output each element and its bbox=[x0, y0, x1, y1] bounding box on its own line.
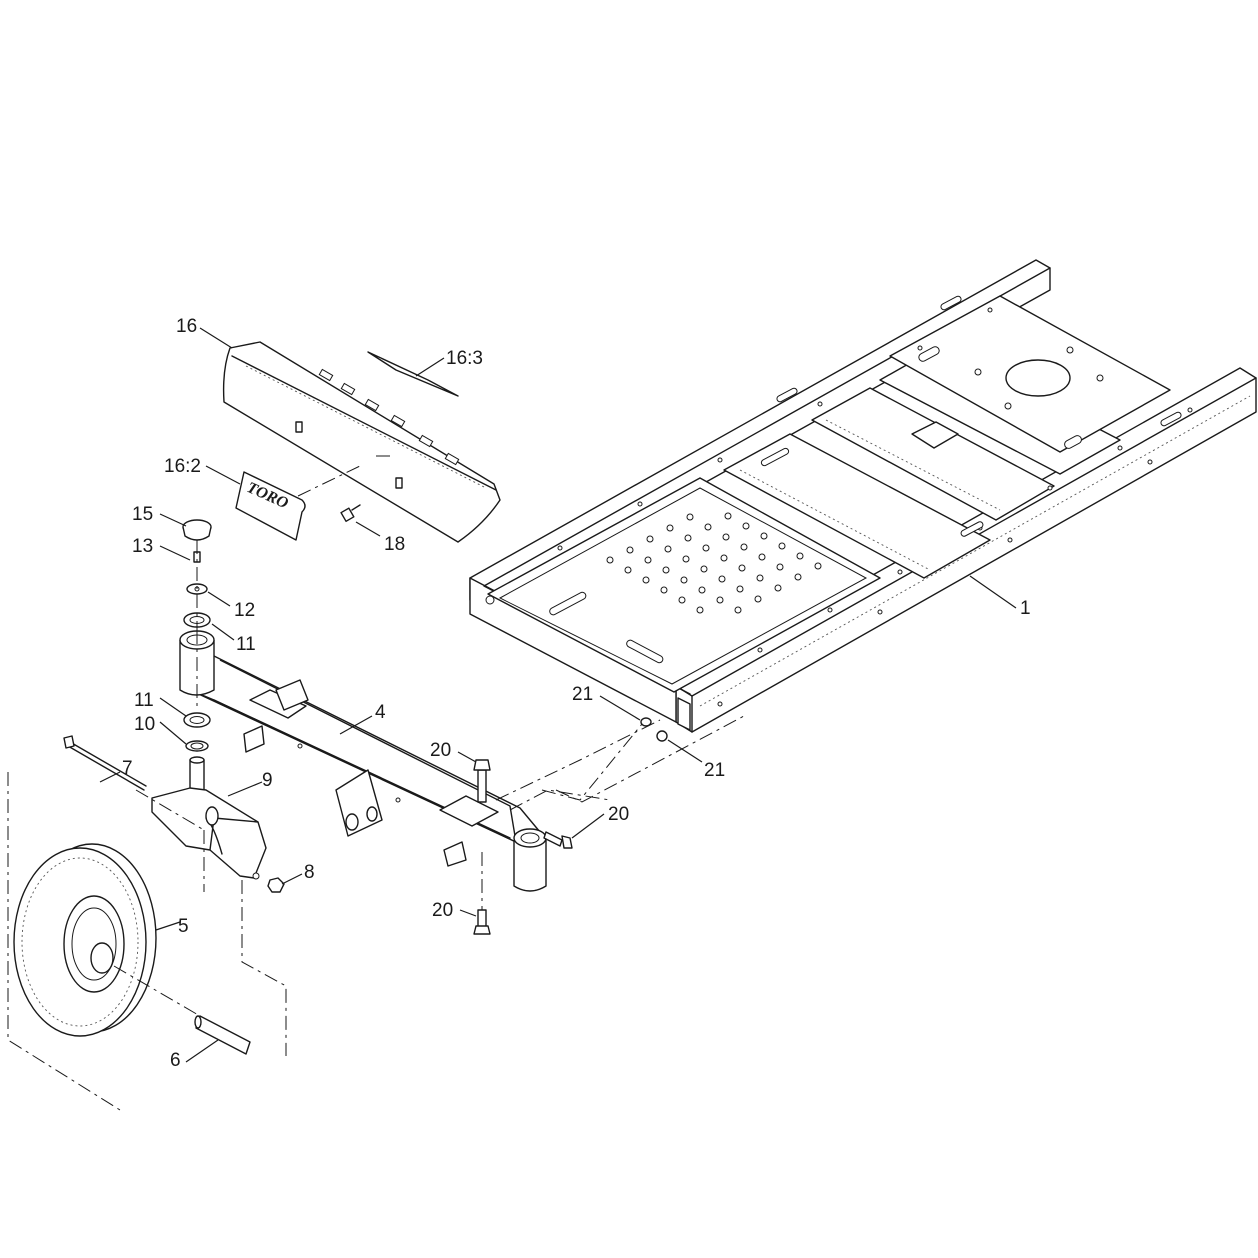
bolts-20 bbox=[473, 759, 573, 935]
callout-11-upper: 11 bbox=[236, 634, 256, 655]
axle-bolt-7 bbox=[63, 735, 147, 791]
callout-20-top: 20 bbox=[430, 740, 451, 761]
callout-16-3: 16:3 bbox=[446, 348, 483, 369]
washer-21a bbox=[640, 717, 652, 727]
callout-16-2: 16:2 bbox=[164, 456, 201, 477]
callout-1: 1 bbox=[1020, 598, 1031, 619]
assembly-lines bbox=[7, 455, 745, 1111]
callout-labels: 1 4 5 6 7 8 9 10 11 11 12 13 15 16 16:2 … bbox=[122, 316, 1031, 1071]
callout-20-right: 20 bbox=[608, 804, 629, 825]
callout-5: 5 bbox=[178, 916, 189, 937]
spacer-6 bbox=[194, 1015, 251, 1055]
floor-perforations bbox=[606, 512, 822, 614]
caster-wheel bbox=[13, 843, 157, 1037]
callout-9: 9 bbox=[262, 770, 273, 791]
main-frame bbox=[469, 259, 1257, 733]
callout-7: 7 bbox=[122, 758, 133, 779]
callout-16: 16 bbox=[176, 316, 197, 337]
front-axle bbox=[179, 630, 547, 892]
leader-lines bbox=[99, 327, 1017, 1063]
cover-top-tabs bbox=[318, 368, 460, 466]
callout-13: 13 bbox=[132, 536, 153, 557]
callout-4: 4 bbox=[375, 702, 386, 723]
callout-12: 12 bbox=[234, 600, 255, 621]
callout-15: 15 bbox=[132, 504, 153, 525]
callout-18: 18 bbox=[384, 534, 405, 555]
front-cover bbox=[222, 341, 501, 543]
toro-decal: TORO bbox=[235, 471, 306, 541]
callout-21-lower: 21 bbox=[704, 760, 725, 781]
callout-21-upper: 21 bbox=[572, 684, 593, 705]
callout-11-lower: 11 bbox=[134, 690, 154, 711]
callout-8: 8 bbox=[304, 862, 315, 883]
decal-16-3 bbox=[367, 351, 459, 397]
callout-10: 10 bbox=[134, 714, 155, 735]
callout-6: 6 bbox=[170, 1050, 181, 1071]
washer-21b bbox=[656, 730, 668, 742]
caster-fork bbox=[151, 756, 267, 880]
pivot-hardware bbox=[182, 519, 212, 752]
callout-20-bottom: 20 bbox=[432, 900, 453, 921]
rail-holes bbox=[557, 295, 1193, 707]
nut-8 bbox=[267, 877, 285, 893]
